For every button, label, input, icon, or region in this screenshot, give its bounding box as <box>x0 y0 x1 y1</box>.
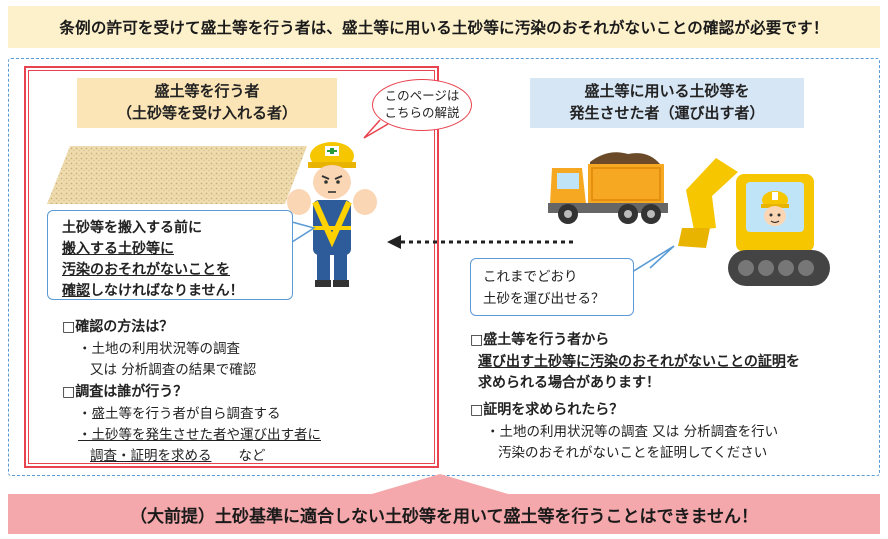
confirmation-method-item1: ・土地の利用状況等の調査 <box>78 340 240 357</box>
top-banner: 条例の許可を受けて盛土等を行う者は、盛土等に用いる土砂等に汚染のおそれがないこと… <box>8 6 880 48</box>
left-role-label-line1: 盛土等を行う者 <box>154 82 260 101</box>
right-callout: これまでどおり 土砂を運び出せる？ <box>470 258 634 316</box>
page-note-bubble: このページは こちらの解説 <box>372 79 472 131</box>
when-requested-section: □証明を求められたら？ ・土地の利用状況等の調査 又は 分析調査を行い 汚染のお… <box>470 400 778 464</box>
excavator-icon <box>678 158 830 286</box>
investigator-section: □調査は誰が行う？ ・盛土等を行う者が自ら調査する ・土砂等を発生させた者や運び… <box>62 382 321 466</box>
dotted-arrow-left-icon <box>387 235 577 249</box>
confirmation-method-heading: □確認の方法は？ <box>62 319 174 335</box>
proof-request-section: □盛土等を行う者から 運び出す土砂等に汚染のおそれがないことの証明を 求められる… <box>470 330 800 395</box>
right-role-label-line2: 発生させた者（運び出す者） <box>569 104 765 122</box>
left-callout-line4a: 確認 <box>62 283 90 299</box>
right-callout-tail-icon <box>631 245 675 273</box>
when-requested-item2: 汚染のおそれがないことを証明してください <box>498 444 768 461</box>
investigator-item3a: 調査・証明を求める <box>90 447 212 464</box>
right-role-label: 盛土等に用いる土砂等を 発生させた者（運び出す者） <box>530 78 804 128</box>
investigator-item3b: など <box>238 447 266 464</box>
left-role-label-line2: （土砂等を受け入れる者） <box>116 104 297 122</box>
investigator-heading: □調査は誰が行う？ <box>62 384 188 400</box>
worker-stop-icon <box>287 142 377 287</box>
proof-request-line2b: を <box>785 353 800 370</box>
page-note-line2: こちらの解説 <box>384 105 460 120</box>
when-requested-heading: □証明を求められたら？ <box>470 402 624 418</box>
right-role-label-line1: 盛土等に用いる土砂等を <box>584 82 750 101</box>
left-callout-line1: 土砂等を搬入する前に <box>62 220 202 236</box>
left-callout-line2: 搬入する土砂等に <box>62 241 174 257</box>
right-callout-line2: 土砂を運び出せる？ <box>483 290 605 307</box>
page-note-line1: このページは <box>384 88 460 104</box>
confirmation-method-section: □確認の方法は？ ・土地の利用状況等の調査 又は 分析調査の結果で確認 <box>62 317 256 381</box>
bottom-banner: （大前提）土砂基準に適合しない土砂等を用いて盛土等を行うことはできません！ <box>8 494 880 534</box>
left-callout-tail-icon <box>290 221 316 243</box>
investigator-item1: ・盛土等を行う者が自ら調査する <box>78 405 281 422</box>
investigator-item2: ・土砂等を発生させた者や運び出す者に <box>78 426 321 443</box>
up-arrow-icon <box>365 474 515 496</box>
proof-request-line3: 求められる場合があります！ <box>478 375 660 392</box>
bubble-tail-icon <box>363 119 389 139</box>
left-callout-line3: 汚染のおそれがないことを <box>62 262 230 278</box>
left-callout: 土砂等を搬入する前に 搬入する土砂等に 汚染のおそれがないことを 確認しなければ… <box>47 210 293 300</box>
right-callout-line1: これまでどおり <box>483 269 578 285</box>
proof-request-heading: □盛土等を行う者から <box>470 332 610 348</box>
soil-field-icon <box>47 146 307 204</box>
left-role-label: 盛土等を行う者 （土砂等を受け入れる者） <box>77 78 337 128</box>
dump-truck-icon <box>548 152 668 224</box>
left-panel-frame <box>24 66 439 468</box>
confirmation-method-item2: 又は 分析調査の結果で確認 <box>90 361 257 378</box>
proof-request-line2: 運び出す土砂等に汚染のおそれがないことの証明 <box>478 353 786 370</box>
left-panel-inner-frame <box>28 70 435 464</box>
when-requested-item1: ・土地の利用状況等の調査 又は 分析調査を行い <box>486 423 779 440</box>
left-callout-line4b: しなければなりません！ <box>90 283 244 299</box>
